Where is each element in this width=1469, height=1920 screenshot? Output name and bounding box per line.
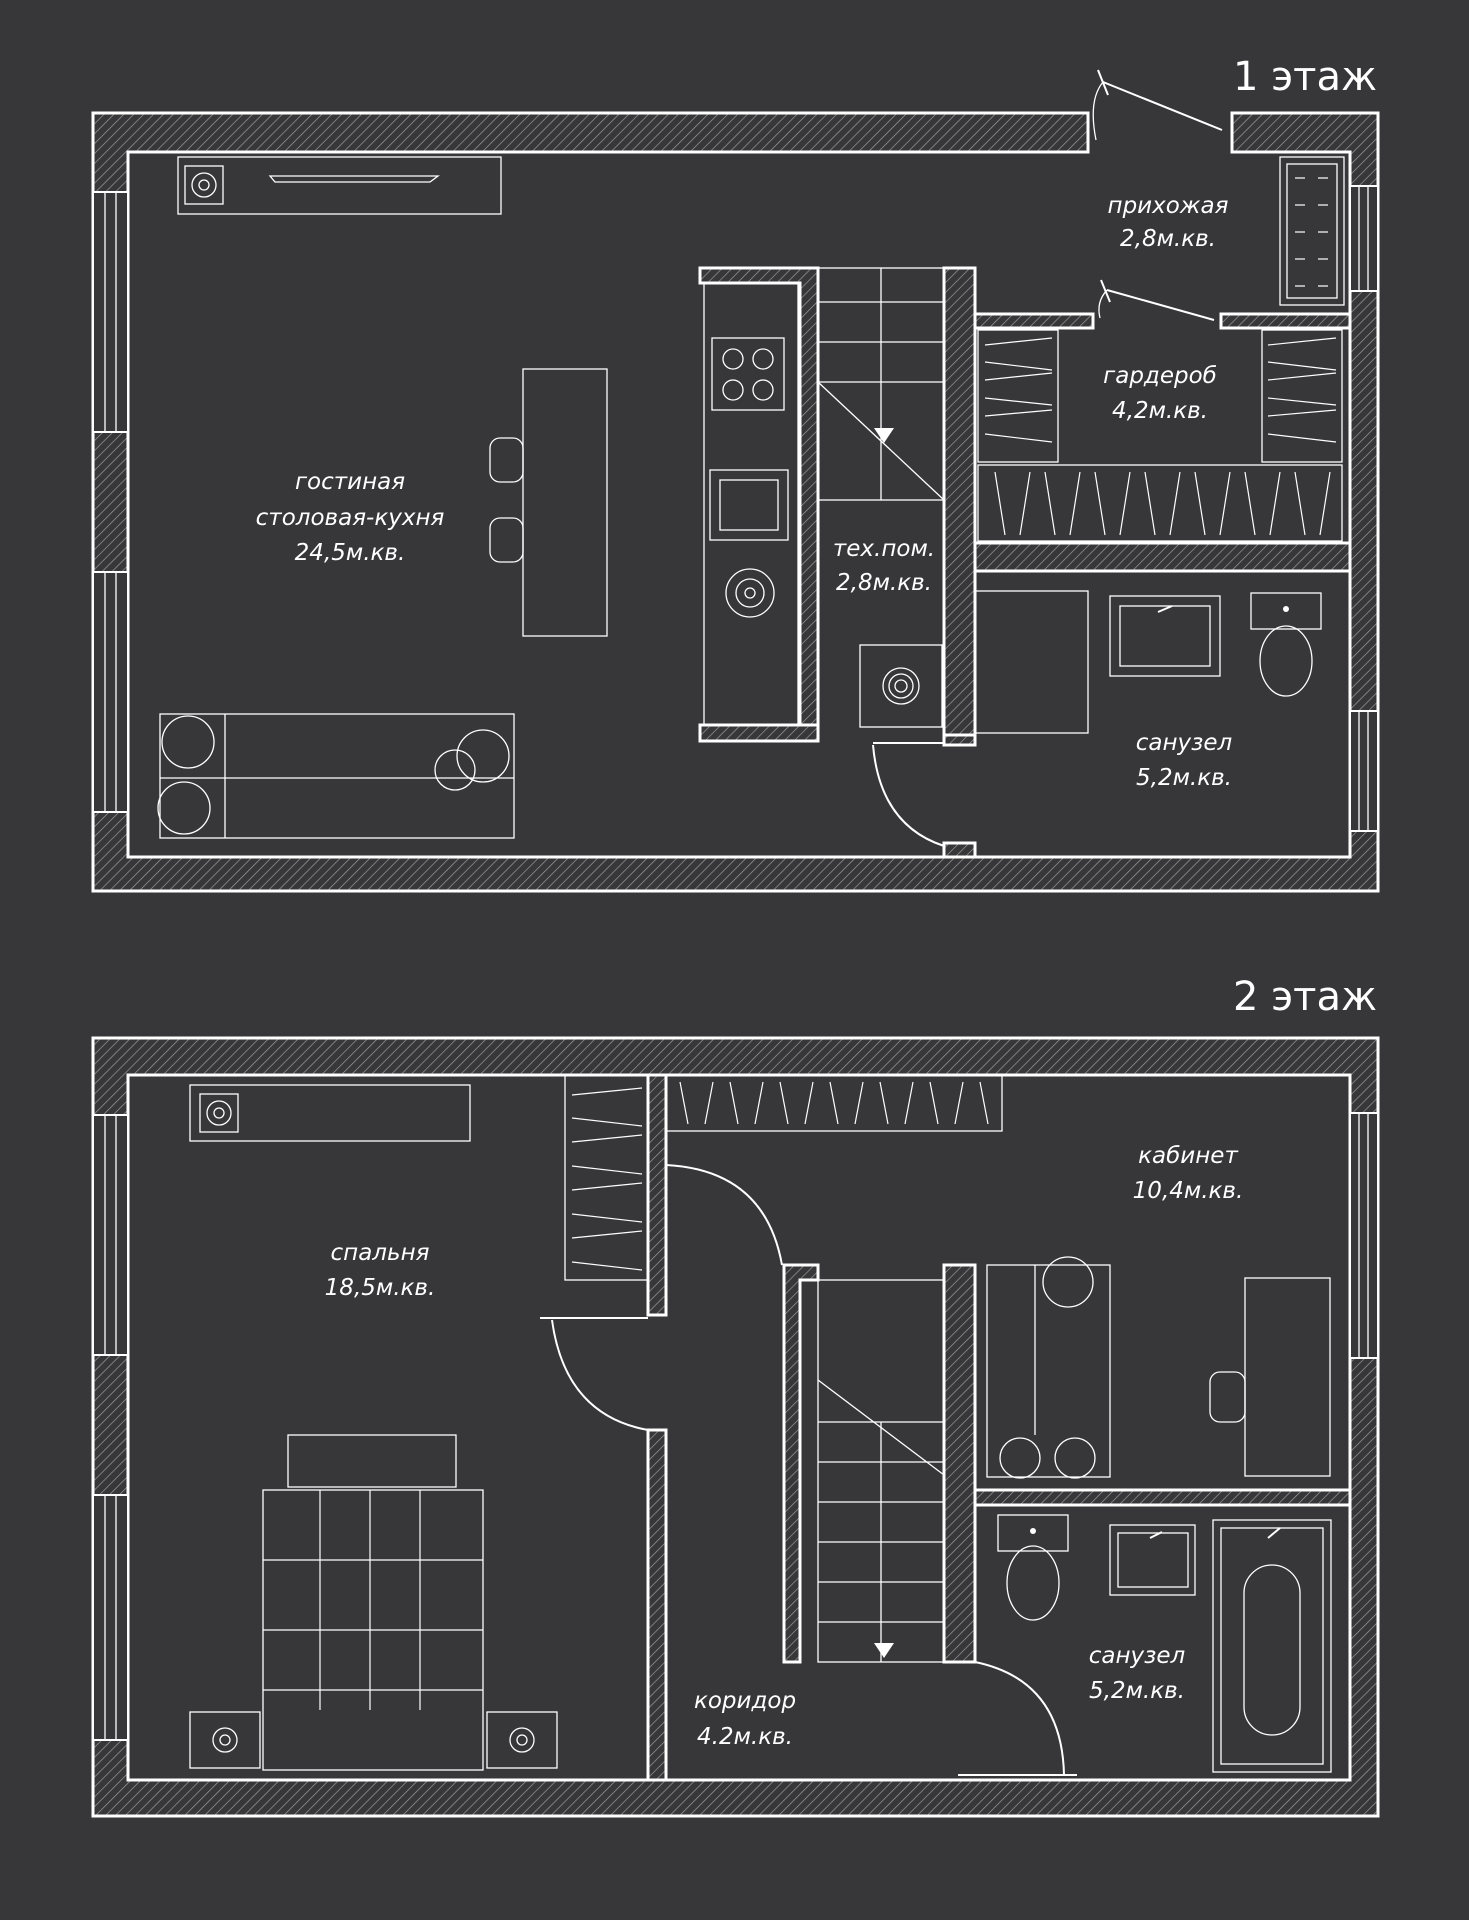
floor-1-outer-walls — [91, 111, 1380, 893]
wardrobe-racks — [977, 329, 1343, 542]
bedroom-partition — [646, 1073, 668, 1317]
room-bath1-area: 5,2м.кв. — [1136, 765, 1232, 791]
sofa-floor-1 — [157, 713, 515, 839]
bedroom-wardrobe — [564, 1074, 649, 1281]
study-door — [665, 1164, 783, 1266]
study-wardrobe — [665, 1074, 1003, 1132]
room-bath2-area: 5,2м.кв. — [1089, 1678, 1185, 1704]
room-study-area: 10,4м.кв. — [1133, 1178, 1244, 1204]
study-desk — [1209, 1277, 1331, 1477]
stairs-floor-2 — [817, 1279, 945, 1663]
room-tech-name: тех.пом. — [833, 536, 935, 562]
tv-unit-floor-2 — [189, 1084, 471, 1142]
room-hall-area: 2,8м.кв. — [1120, 226, 1216, 252]
floor-2-title: 2 этаж — [1233, 974, 1377, 1020]
floor-2: 2 этаж — [91, 974, 1380, 1818]
bedroom-door — [540, 1317, 649, 1431]
room-bath2-name: санузел — [1089, 1643, 1186, 1669]
room-corridor-name: коридор — [694, 1688, 796, 1714]
tech-room-door — [872, 742, 945, 847]
bed — [189, 1434, 558, 1771]
floor-2-outer-walls — [91, 1036, 1380, 1818]
room-living-name: гостиная — [295, 469, 405, 495]
entrance-door — [1092, 69, 1223, 141]
boiler — [859, 644, 943, 728]
kitchen-partition — [698, 266, 820, 743]
room-wardrobe-area: 4,2м.кв. — [1112, 398, 1208, 424]
room-hall-name: прихожая — [1108, 193, 1229, 219]
wardrobe-door — [1098, 279, 1215, 321]
stair-wall-floor2 — [782, 1263, 820, 1664]
room-corridor-area: 4.2м.кв. — [697, 1724, 793, 1750]
room-wardrobe-name: гардероб — [1103, 363, 1217, 389]
tv-unit-floor-1 — [177, 156, 502, 215]
bathroom-floor-2 — [997, 1514, 1332, 1773]
stairs-floor-1 — [817, 267, 945, 501]
room-tech-area: 2,8м.кв. — [836, 570, 932, 596]
wardrobe-partition — [973, 312, 1095, 330]
room-bath1-name: санузел — [1136, 730, 1233, 756]
room-study-name: кабинет — [1138, 1143, 1238, 1169]
room-living-name2: столовая-кухня — [256, 505, 445, 531]
dining-table — [489, 368, 608, 637]
room-bedroom-name: спальня — [331, 1240, 430, 1266]
study-sofa — [986, 1256, 1111, 1479]
shoe-rack — [1279, 156, 1345, 306]
room-bedroom-area: 18,5м.кв. — [325, 1275, 436, 1301]
room-living-area: 24,5м.кв. — [295, 540, 406, 566]
floor-1: 1 этаж — [91, 54, 1380, 893]
floor-1-title: 1 этаж — [1233, 54, 1377, 100]
bathroom-floor-1 — [974, 590, 1322, 734]
kitchen-unit — [703, 282, 799, 726]
bathroom-2-door — [958, 1661, 1077, 1776]
stair-wall-floor1 — [942, 266, 977, 745]
